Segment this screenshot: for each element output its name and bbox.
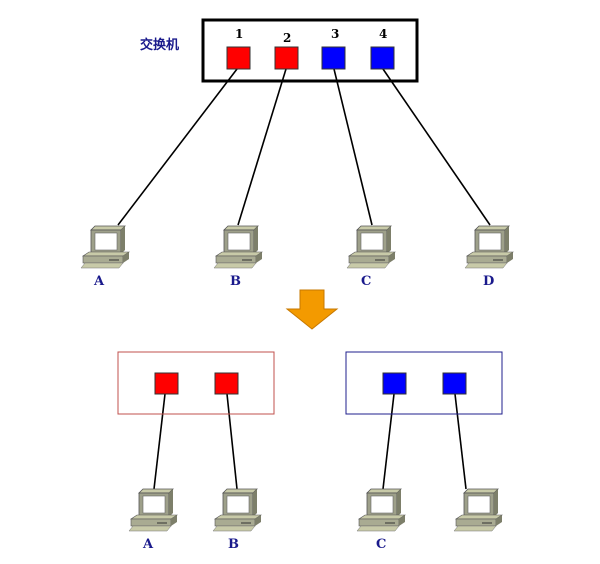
computer-icon xyxy=(356,488,406,532)
switch-box xyxy=(201,18,419,83)
computer-icon xyxy=(80,225,130,269)
port xyxy=(442,372,467,395)
computer-label-b: B xyxy=(228,537,239,552)
port xyxy=(154,372,179,395)
switch-label: 交换机 xyxy=(140,37,179,53)
computer-label-a: A xyxy=(142,537,154,552)
computer-label-a: A xyxy=(93,274,105,289)
port-label-2: 2 xyxy=(283,31,291,45)
port-1 xyxy=(226,46,251,70)
computer-icon xyxy=(212,488,262,532)
computer-label-c: C xyxy=(361,274,371,289)
vlan-red-switch xyxy=(117,351,275,415)
port-3 xyxy=(321,46,346,70)
port-label-1: 1 xyxy=(235,27,243,41)
computer-icon xyxy=(453,488,503,532)
computer-icon xyxy=(128,488,178,532)
computer-label-d: D xyxy=(483,274,494,289)
port xyxy=(382,372,407,395)
port-4 xyxy=(370,46,395,70)
computer-label-c: C xyxy=(376,537,386,552)
vlan-blue-switch xyxy=(345,351,503,415)
connection-lines-top xyxy=(117,68,491,226)
port-label-4: 4 xyxy=(379,27,387,41)
computer-label-b: B xyxy=(230,274,241,289)
computer-icon xyxy=(464,225,514,269)
port-2 xyxy=(274,46,299,70)
computer-icon xyxy=(346,225,396,269)
connection-lines-bottom xyxy=(153,393,467,490)
computer-icon xyxy=(213,225,263,269)
port-label-3: 3 xyxy=(331,27,339,41)
port xyxy=(214,372,239,395)
down-arrow-icon xyxy=(285,289,339,330)
